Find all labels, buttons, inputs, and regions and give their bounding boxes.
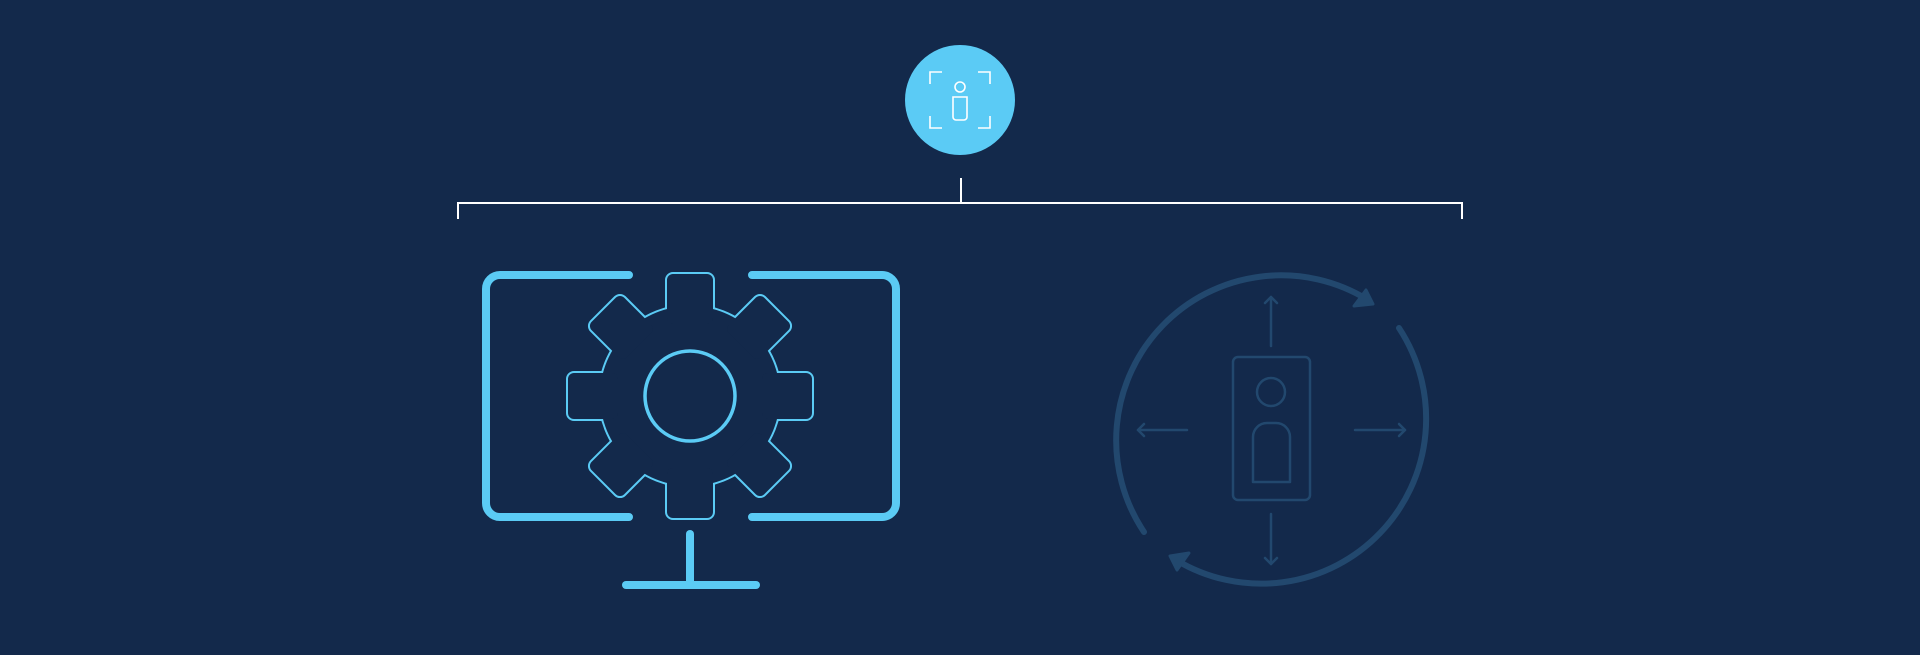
connector-bracket — [457, 178, 1463, 219]
phone-device — [1231, 355, 1312, 502]
gear-hub — [643, 349, 737, 443]
person-body — [1251, 421, 1292, 484]
rotate-arc-bottom — [1173, 325, 1430, 587]
root-node: Person in focus frame — [905, 45, 1015, 155]
rotate-arrowhead-top — [1352, 288, 1375, 308]
monitor-gear-icon: Monitor with settings gear — [482, 271, 900, 589]
gear-icon — [566, 272, 814, 520]
monitor-frame-left — [482, 271, 633, 521]
rotate-arrowhead-bottom — [1168, 551, 1191, 572]
root-node-circle — [905, 45, 1015, 155]
person-head — [1255, 376, 1287, 408]
phone-rotate-icon: Mobile device with rotation and directio… — [1113, 272, 1430, 587]
person-focus-icon — [929, 71, 991, 129]
direction-arrows — [1136, 295, 1407, 566]
rotate-arc-top — [1113, 272, 1371, 535]
monitor-frame-right — [748, 271, 900, 521]
phone-body — [1231, 355, 1312, 502]
